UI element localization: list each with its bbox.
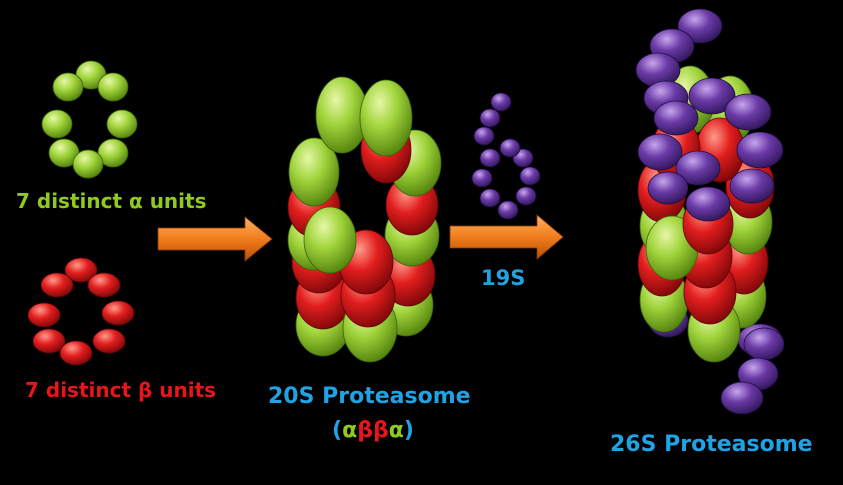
formula-beta-right: β	[372, 418, 389, 443]
core-particle-20s-icon	[287, 76, 442, 363]
full-title-label: 26S Proteasome	[610, 432, 813, 457]
formula-open-paren: (	[332, 418, 343, 443]
regulatory-chain-19s-icon	[471, 92, 541, 220]
core-title-label: 20S Proteasome	[268, 384, 471, 409]
proteasome-26s-icon	[635, 8, 785, 415]
core-formula-label: (αββα)	[332, 418, 414, 443]
alpha-units-label: 7 distinct α units	[16, 189, 207, 213]
formula-alpha-right: α	[388, 418, 404, 443]
alpha-ring-icon	[41, 60, 138, 179]
formula-close-paren: )	[403, 418, 414, 443]
formula-alpha-left: α	[342, 418, 358, 443]
beta-ring-icon	[27, 257, 135, 366]
arrow-icon	[157, 216, 273, 262]
formula-beta-left: β	[357, 418, 373, 443]
arrow-icon	[449, 214, 564, 260]
beta-units-label: 7 distinct β units	[25, 378, 217, 402]
regulator-label: 19S	[481, 266, 526, 290]
